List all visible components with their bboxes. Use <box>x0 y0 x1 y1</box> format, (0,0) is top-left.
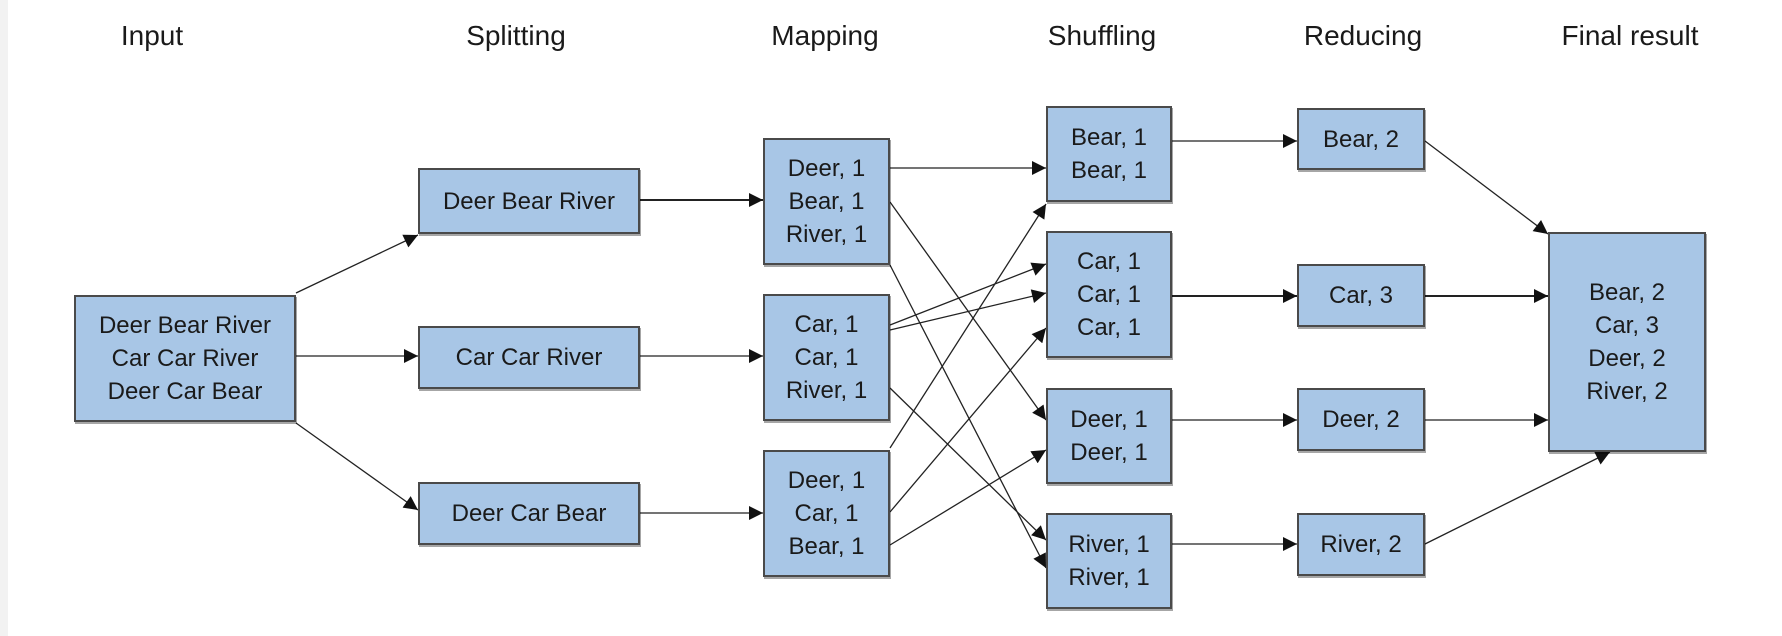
reduce-result: Bear, 2 <box>1322 125 1400 153</box>
map-pair: Car, 1 <box>794 311 859 338</box>
shuffle-pair: Bear, 1 <box>1070 124 1148 151</box>
split-text: Deer Car Bear <box>451 500 607 527</box>
split-box-1: Deer Bear River <box>418 168 640 234</box>
reduce-box-car: Car, 3 <box>1297 264 1425 327</box>
map-pair: Car, 1 <box>794 344 859 371</box>
shuffle-pair: Bear, 1 <box>1070 157 1148 184</box>
split-text: Deer Bear River <box>442 187 616 215</box>
left-margin-strip <box>0 0 8 636</box>
map-pair: Deer, 1 <box>787 467 866 494</box>
final-pair: River, 2 <box>1586 378 1668 405</box>
shuffle-pair: Deer, 1 <box>1070 406 1148 433</box>
split-text: Car Car River <box>455 344 603 371</box>
map-pair: River, 1 <box>785 221 868 248</box>
header-reducing: Reducing <box>1303 20 1423 51</box>
map-box-1: Deer, 1 Bear, 1 River, 1 <box>763 138 890 265</box>
split-box-3: Deer Car Bear <box>418 482 640 545</box>
map-box-3: Deer, 1 Car, 1 Bear, 1 <box>763 450 890 577</box>
edge-reduce-river-final <box>1424 451 1611 545</box>
header-shuffling: Shuffling <box>1047 20 1157 51</box>
edge-map2-car-b <box>889 289 1047 331</box>
shuffle-pair: Car, 1 <box>1076 314 1142 341</box>
final-pair: Bear, 2 <box>1588 279 1666 306</box>
header-final-result: Final result <box>1561 20 1699 51</box>
input-line: Car Car River <box>111 345 259 372</box>
final-result-box: Bear, 2 Car, 3 Deer, 2 River, 2 <box>1548 232 1706 452</box>
edge-reduce-bear-final <box>1424 140 1549 235</box>
map-pair: Deer, 1 <box>787 155 866 182</box>
shuffle-pair: Deer, 1 <box>1070 439 1148 466</box>
reduce-result: Deer, 2 <box>1322 406 1400 433</box>
map-box-2: Car, 1 Car, 1 River, 1 <box>763 294 890 421</box>
map-pair: Bear, 1 <box>788 533 865 560</box>
map-pair: Car, 1 <box>794 500 859 527</box>
shuffle-pair: Car, 1 <box>1076 281 1142 308</box>
final-pair: Car, 3 <box>1594 312 1660 339</box>
shuffle-pair: River, 1 <box>1068 531 1150 558</box>
split-box-2: Car Car River <box>418 326 640 389</box>
edge-map3-bear <box>889 449 1047 546</box>
edge-input-split3 <box>295 422 419 511</box>
shuffle-box-bear: Bear, 1 Bear, 1 <box>1046 106 1172 202</box>
shuffle-box-car: Car, 1 Car, 1 Car, 1 <box>1046 231 1172 358</box>
reduce-box-river: River, 2 <box>1297 513 1425 576</box>
edge-map2-river <box>889 387 1047 541</box>
input-box: Deer Bear River Car Car River Deer Car B… <box>74 295 296 422</box>
reduce-result: Car, 3 <box>1328 282 1394 309</box>
shuffle-box-river: River, 1 River, 1 <box>1046 513 1172 609</box>
reduce-box-deer: Deer, 2 <box>1297 388 1425 451</box>
edge-input-split1 <box>295 234 419 294</box>
header-input: Input <box>120 20 184 51</box>
reduce-result: River, 2 <box>1320 531 1402 558</box>
reduce-box-bear: Bear, 2 <box>1297 108 1425 170</box>
header-splitting: Splitting <box>466 20 566 51</box>
shuffle-pair: Car, 1 <box>1076 248 1142 275</box>
edge-map3-car <box>889 327 1047 513</box>
header-mapping: Mapping <box>771 20 879 51</box>
input-line: Deer Car Bear <box>107 378 263 405</box>
map-pair: River, 1 <box>785 377 868 404</box>
shuffle-box-deer: Deer, 1 Deer, 1 <box>1046 388 1172 484</box>
edge-map3-deer <box>889 203 1047 449</box>
final-pair: Deer, 2 <box>1588 345 1666 372</box>
input-line: Deer Bear River <box>98 312 272 339</box>
map-pair: Bear, 1 <box>788 188 865 215</box>
shuffle-pair: River, 1 <box>1068 564 1150 591</box>
edge-map2-car-a <box>889 262 1047 326</box>
